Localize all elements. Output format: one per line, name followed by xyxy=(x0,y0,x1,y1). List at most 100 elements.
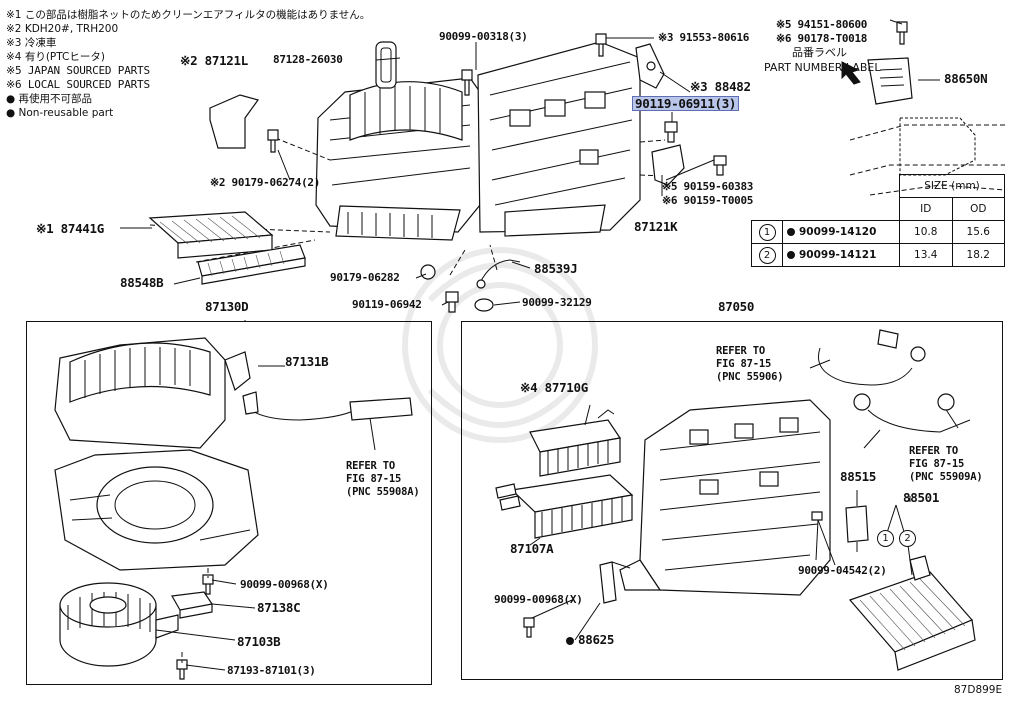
hose-ref-2-badge: 2 xyxy=(899,530,916,547)
screw-90099-00968-left xyxy=(202,574,214,595)
note-2: ※2 KDH20#, TRH200 xyxy=(6,23,119,35)
callout-87138C[interactable]: 87138C xyxy=(257,600,301,615)
callout-88650N[interactable]: 88650N xyxy=(944,71,988,86)
callout-90099-32129[interactable]: 90099-32129 xyxy=(522,296,592,309)
col-id-header: ID xyxy=(899,197,953,221)
callout-88539J[interactable]: 88539J xyxy=(534,261,578,276)
callout-90119-06942[interactable]: 90119-06942 xyxy=(352,298,422,311)
clamp-90179-06282 xyxy=(420,264,436,280)
row-number-badge: 1 xyxy=(758,223,776,241)
bolt-90099-04542 xyxy=(811,511,823,521)
harness-55909A xyxy=(867,407,971,433)
callout-91553-80616[interactable]: ※3 91553-80616 xyxy=(658,31,750,44)
callout-90099-00968-right[interactable]: 90099-00968(X) xyxy=(494,593,583,606)
screw-87193 xyxy=(176,659,188,680)
row-od: 18.2 xyxy=(951,243,1005,267)
callout-87710G[interactable]: ※4 87710G xyxy=(520,380,588,395)
callout-90159-T0005[interactable]: ※6 90159-T0005 xyxy=(662,194,754,207)
note-1: ※1 この部品は樹脂ネットのためクリーンエアフィルタの機能はありません。 xyxy=(6,9,371,21)
bolt-90119-06942 xyxy=(445,291,459,313)
screw-91553 xyxy=(595,33,607,57)
grommet-90099-32129 xyxy=(474,298,494,312)
bracket-88625 xyxy=(599,561,617,604)
refer-1-line-2: FIG 87-15 xyxy=(346,473,402,485)
refer-3-line-2: FIG 87-15 xyxy=(909,458,965,470)
figure-code: 87D899E xyxy=(954,684,1003,696)
refer-2-line-3: (PNC 55906) xyxy=(716,371,784,383)
table-row[interactable]: 2 90099-14121 13.4 18.2 xyxy=(751,243,1005,267)
refer-2-line-2: FIG 87-15 xyxy=(716,358,772,370)
row-part-number: 90099-14120 xyxy=(782,220,900,244)
row-od: 15.6 xyxy=(951,220,1005,244)
callout-90119-06911[interactable]: 90119-06911(3) xyxy=(632,96,740,111)
row-id: 13.4 xyxy=(899,243,953,267)
group-box-87050 xyxy=(461,321,1003,680)
note-8: ● Non-reusable part xyxy=(6,107,114,119)
note-3: ※3 冷凍車 xyxy=(6,37,57,49)
callout-90099-00318[interactable]: 90099-00318(3) xyxy=(439,30,528,43)
refer-2-line-1: REFER TO xyxy=(716,345,765,357)
callout-90179-06274[interactable]: ※2 90179-06274(2) xyxy=(210,176,321,189)
watermark-emblem xyxy=(402,247,598,443)
filter-88548B xyxy=(197,244,306,285)
bolt-90099-00318 xyxy=(461,69,473,96)
evaporator-88501 xyxy=(848,555,976,671)
table-row[interactable]: 1 90099-14120 10.8 15.6 xyxy=(751,220,1005,244)
bolt-90159-60383 xyxy=(713,155,727,176)
row-number-badge: 2 xyxy=(758,246,776,264)
callout-90179-06282[interactable]: 90179-06282 xyxy=(330,271,400,284)
callout-90159-60383[interactable]: ※5 90159-60383 xyxy=(662,180,754,193)
heater-case-87050 xyxy=(619,399,831,596)
blower-motor-87103B xyxy=(59,582,179,667)
callout-88501[interactable]: 88501 xyxy=(903,490,940,505)
pipe-88539J xyxy=(479,259,521,284)
callout-90099-00968-left[interactable]: 90099-00968(X) xyxy=(240,578,329,591)
ptc-heater-87710G xyxy=(529,409,622,477)
callout-88482[interactable]: ※3 88482 xyxy=(690,79,751,94)
hose-ref-1-badge: 1 xyxy=(877,530,894,547)
callout-90099-04542[interactable]: 90099-04542(2) xyxy=(798,564,887,577)
group-title-87130D[interactable]: 87130D xyxy=(205,299,249,314)
screw-90099-00968-right xyxy=(523,617,535,638)
row-part-number: 90099-14121 xyxy=(782,243,900,267)
callout-87131B[interactable]: 87131B xyxy=(285,354,329,369)
hose-size-table: SIZE (mm) ID OD 1 90099-14120 10.8 15.6 … xyxy=(751,174,1005,267)
row-id: 10.8 xyxy=(899,220,953,244)
callout-90178-T0018[interactable]: ※6 90178-T0018 xyxy=(776,32,868,45)
bracket-87121K xyxy=(651,144,685,186)
size-header: SIZE (mm) xyxy=(899,174,1005,198)
callout-87103B[interactable]: 87103B xyxy=(237,634,281,649)
blower-case-87131B xyxy=(54,337,251,449)
gasket-87128 xyxy=(375,41,397,89)
callout-87121L[interactable]: ※2 87121L xyxy=(180,53,248,68)
nut-90179-06274 xyxy=(267,129,279,153)
heater-core-87107A xyxy=(495,474,634,539)
harness-55906 xyxy=(818,347,913,386)
note-4: ※4 有り(PTCヒータ) xyxy=(6,51,105,63)
expansion-valve-88515 xyxy=(845,505,869,543)
callout-87121K[interactable]: 87121K xyxy=(634,219,678,234)
bolt-90119-06911 xyxy=(664,121,678,143)
callout-88515[interactable]: 88515 xyxy=(840,469,877,484)
callout-87441G[interactable]: ※1 87441G xyxy=(36,221,104,236)
hvac-upper-assembly xyxy=(315,41,641,241)
resistor-87138C xyxy=(171,591,214,619)
callout-88625[interactable]: 88625 xyxy=(566,633,614,646)
callout-94151-80600[interactable]: ※5 94151-80600 xyxy=(776,18,868,31)
group-title-87050[interactable]: 87050 xyxy=(718,299,755,314)
bracket-87121L xyxy=(209,94,259,149)
callout-87107A[interactable]: 87107A xyxy=(510,541,554,556)
callout-87193-87101[interactable]: 87193-87101(3) xyxy=(227,664,316,677)
callout-88548B[interactable]: 88548B xyxy=(120,275,164,290)
label-location-illustration xyxy=(841,21,1006,196)
refer-3-line-3: (PNC 55909A) xyxy=(909,471,983,483)
callout-87128-26030[interactable]: 87128-26030 xyxy=(273,53,343,66)
group-box-87130D xyxy=(26,321,432,685)
part-number-label-jp: 品番ラベル xyxy=(792,46,847,59)
refer-3-line-1: REFER TO xyxy=(909,445,958,457)
refer-1-line-3: (PNC 55908A) xyxy=(346,486,420,498)
refer-1-line-1: REFER TO xyxy=(346,460,395,472)
part-number-label-en: PART NUMBER LABEL xyxy=(764,61,881,74)
